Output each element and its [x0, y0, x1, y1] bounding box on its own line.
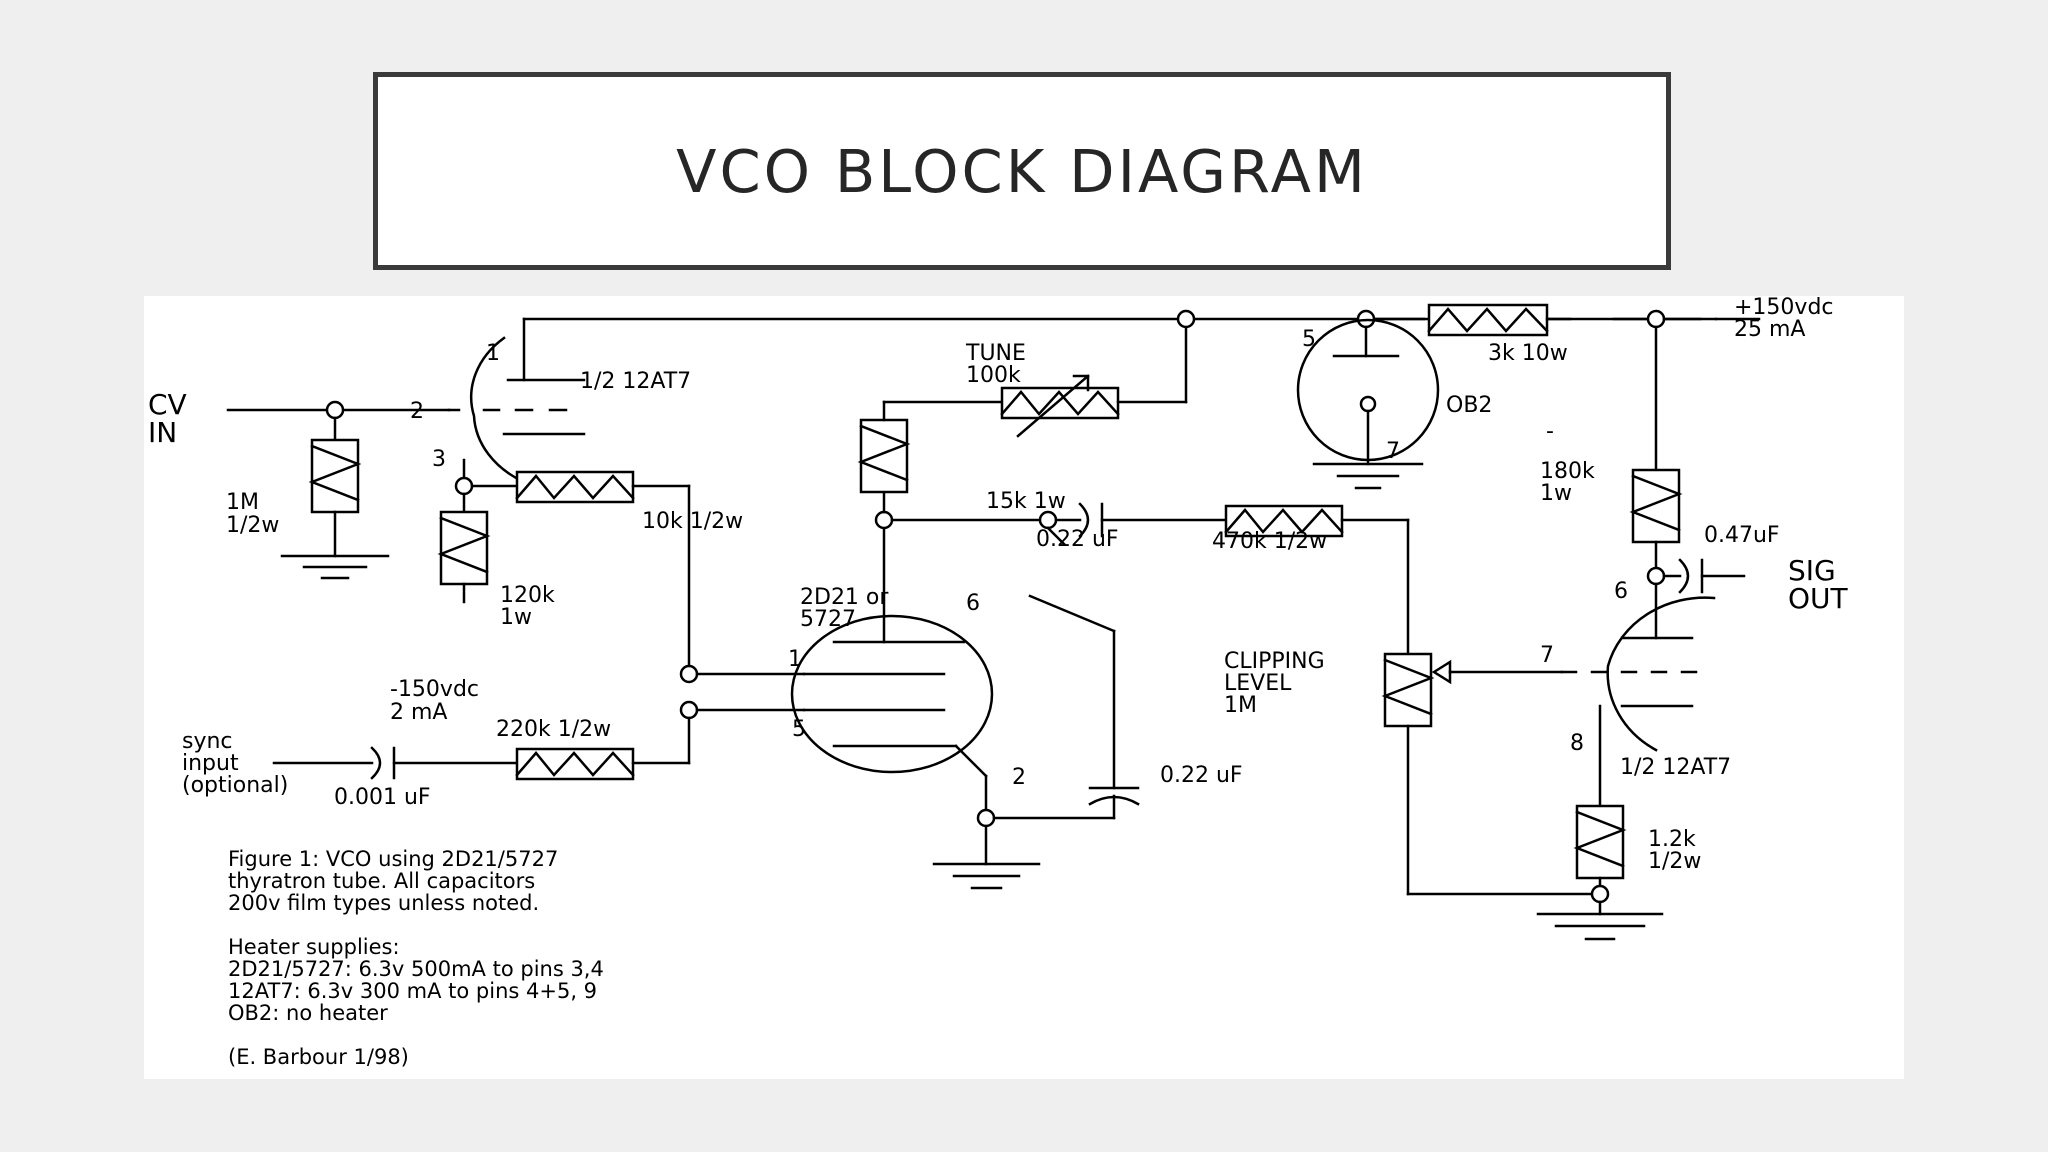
tune-label-1: TUNE [965, 341, 1026, 366]
thyratron-2d21 [790, 526, 1140, 890]
tube1-label: 1/2 12AT7 [580, 369, 691, 394]
r10k-label: 10k 1/2w [642, 509, 743, 534]
r12k-label-2: 1/2w [1648, 849, 1701, 874]
supply-label-2: 25 mA [1734, 317, 1805, 342]
thyratron-label-2: 5727 [800, 607, 856, 632]
figure-note: 12AT7: 6.3v 300 mA to pins 4+5, 9 [228, 979, 597, 1003]
cathode-network [437, 458, 691, 668]
tube2-12at7 [1536, 325, 1746, 941]
r220k-label: 220k 1/2w [496, 717, 611, 742]
r120k-label-2: 1w [500, 605, 532, 630]
c047-label: 0.47uF [1704, 523, 1780, 548]
sig-out-label-2: OUT [1788, 582, 1849, 615]
figure-note: Figure 1: VCO using 2D21/5727 [228, 847, 558, 871]
sync-input [272, 746, 691, 781]
r180k-label-1: 180k [1540, 459, 1595, 484]
r3k-label: 3k 10w [1488, 341, 1568, 366]
tune-network [857, 309, 1196, 546]
figure-note: (E. Barbour 1/98) [228, 1045, 409, 1069]
pin-label-6a: 6 [966, 591, 980, 616]
slide-title: VCO BLOCK DIAGRAM [676, 136, 1368, 206]
r1m-label-1: 1M [226, 490, 259, 515]
figure-note: OB2: no heater [228, 1001, 388, 1025]
supply-label-1: +150vdc [1734, 296, 1834, 320]
ob2-label: OB2 [1446, 393, 1492, 418]
ob2-regulator [1296, 309, 1440, 490]
c022b-label: 0.22 uF [1160, 763, 1243, 788]
figure-note: Heater supplies: [228, 935, 400, 959]
pin-label-1: 1 [486, 341, 500, 366]
figure-note: 2D21/5727: 6.3v 500mA to pins 3,4 [228, 957, 604, 981]
title-box: VCO BLOCK DIAGRAM [373, 72, 1671, 270]
pin-label-6d: 6 [1614, 579, 1628, 604]
coupling-network [1054, 502, 1410, 656]
grid-junctions [679, 664, 806, 765]
tube2-label: 1/2 12AT7 [1620, 755, 1731, 780]
sig-out-label-1: SIG [1788, 554, 1836, 587]
stray-dash: - [1546, 419, 1554, 444]
pin-label-3: 3 [432, 447, 446, 472]
sync-label-3: (optional) [182, 773, 288, 798]
r15k-label: 15k 1w [986, 489, 1066, 514]
r3k-resistor [1427, 303, 1718, 337]
pin-label-8d: 8 [1570, 731, 1584, 756]
r1m-label-2: 1/2w [226, 513, 279, 538]
pin-label-2b: 2 [1012, 765, 1026, 790]
cv-in-label-1: CV [148, 388, 187, 421]
pin-label-5b: 5 [792, 717, 806, 742]
tune-label-2: 100k [966, 363, 1021, 388]
pin-label-7d: 7 [1540, 643, 1554, 668]
clipping-label-3: 1M [1224, 693, 1257, 718]
neg150-label-2: 2 mA [390, 700, 447, 725]
clipping-label-2: LEVEL [1224, 671, 1292, 696]
pin-label-5c: 5 [1302, 327, 1316, 352]
cv-in-wiring [226, 400, 451, 580]
r180k-label-2: 1w [1540, 481, 1572, 506]
pin-label-1b: 1 [788, 647, 802, 672]
r120k-label-1: 120k [500, 583, 555, 608]
cv-in-label-2: IN [148, 416, 177, 449]
sync-label-1: sync [182, 729, 233, 754]
clipping-level-pot [1381, 652, 1594, 896]
clipping-label-1: CLIPPING [1224, 649, 1325, 674]
sync-label-2: input [182, 751, 239, 776]
pin-label-7c: 7 [1386, 439, 1400, 464]
figure-note: 200v film types unless noted. [228, 891, 539, 915]
pin-label-2: 2 [410, 399, 424, 424]
thyratron-label-1: 2D21 or [800, 585, 889, 610]
tube1-12at7 [447, 317, 586, 484]
figure-note: thyratron tube. All capacitors [228, 869, 535, 893]
vco-schematic: CV IN 1 2 3 1/2 12AT7 1M 1/2w 10k 1/2w 1… [144, 296, 1904, 1079]
c001-label: 0.001 uF [334, 785, 431, 810]
r470k-label: 470k 1/2w [1212, 529, 1327, 554]
c022a-label: 0.22 uF [1036, 527, 1119, 552]
r12k-label-1: 1.2k [1648, 827, 1696, 852]
neg150-label-1: -150vdc [390, 677, 479, 702]
